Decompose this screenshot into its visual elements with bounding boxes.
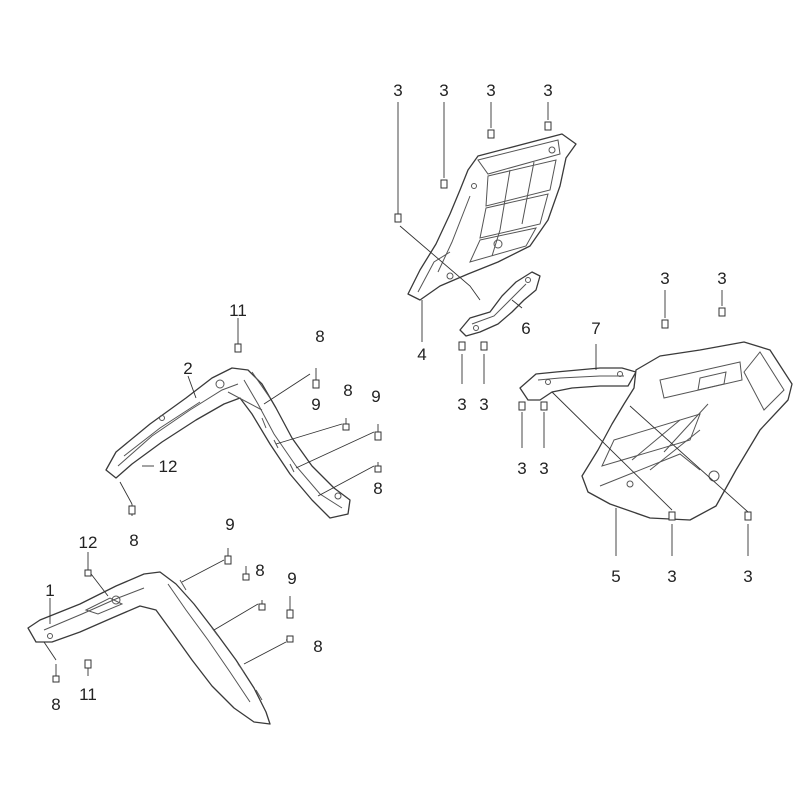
part-1-lower-fender: [27, 571, 271, 725]
callout-3: 3: [486, 81, 495, 100]
callout-3: 3: [479, 395, 488, 414]
part-7-bracket: [519, 367, 637, 401]
callout-3: 3: [543, 81, 552, 100]
callout-8: 8: [343, 381, 352, 400]
callout-9: 9: [371, 387, 380, 406]
callout-8: 8: [315, 327, 324, 346]
callout-2: 2: [183, 359, 192, 378]
part-6-bracket: [459, 271, 541, 337]
callout-9: 9: [287, 569, 296, 588]
callout-3: 3: [717, 269, 726, 288]
callout-9: 9: [225, 515, 234, 534]
callout-3: 3: [667, 567, 676, 586]
callout-1: 1: [45, 581, 54, 600]
callout-11: 11: [79, 685, 97, 704]
callout-8: 8: [373, 479, 382, 498]
callout-7: 7: [591, 319, 600, 338]
part-4-grille-panel: [407, 133, 577, 301]
callout-3: 3: [517, 459, 526, 478]
callout-3: 3: [439, 81, 448, 100]
callout-3: 3: [457, 395, 466, 414]
callout-6: 6: [521, 319, 530, 338]
part-2-upper-fender: [105, 367, 351, 519]
callout-3: 3: [393, 81, 402, 100]
fasteners: [52, 121, 752, 683]
callout-3: 3: [539, 459, 548, 478]
callout-8: 8: [313, 637, 322, 656]
callout-8: 8: [255, 561, 264, 580]
callout-5: 5: [611, 567, 620, 586]
callout-11: 11: [229, 301, 247, 320]
callout-3: 3: [660, 269, 669, 288]
callout-9: 9: [311, 395, 320, 414]
callout-8: 8: [51, 695, 60, 714]
callout-4: 4: [417, 345, 426, 364]
callout-labels: 3 3 3 3 4 6 3 3 3 3 7 3 3 5 3 3 11 2 8 9…: [45, 81, 752, 714]
leader-lines: [43, 102, 749, 676]
callout-12: 12: [159, 457, 178, 476]
callout-3: 3: [743, 567, 752, 586]
callout-8: 8: [129, 531, 138, 550]
callout-12: 12: [79, 533, 98, 552]
part-5-side-panel: [581, 341, 793, 521]
